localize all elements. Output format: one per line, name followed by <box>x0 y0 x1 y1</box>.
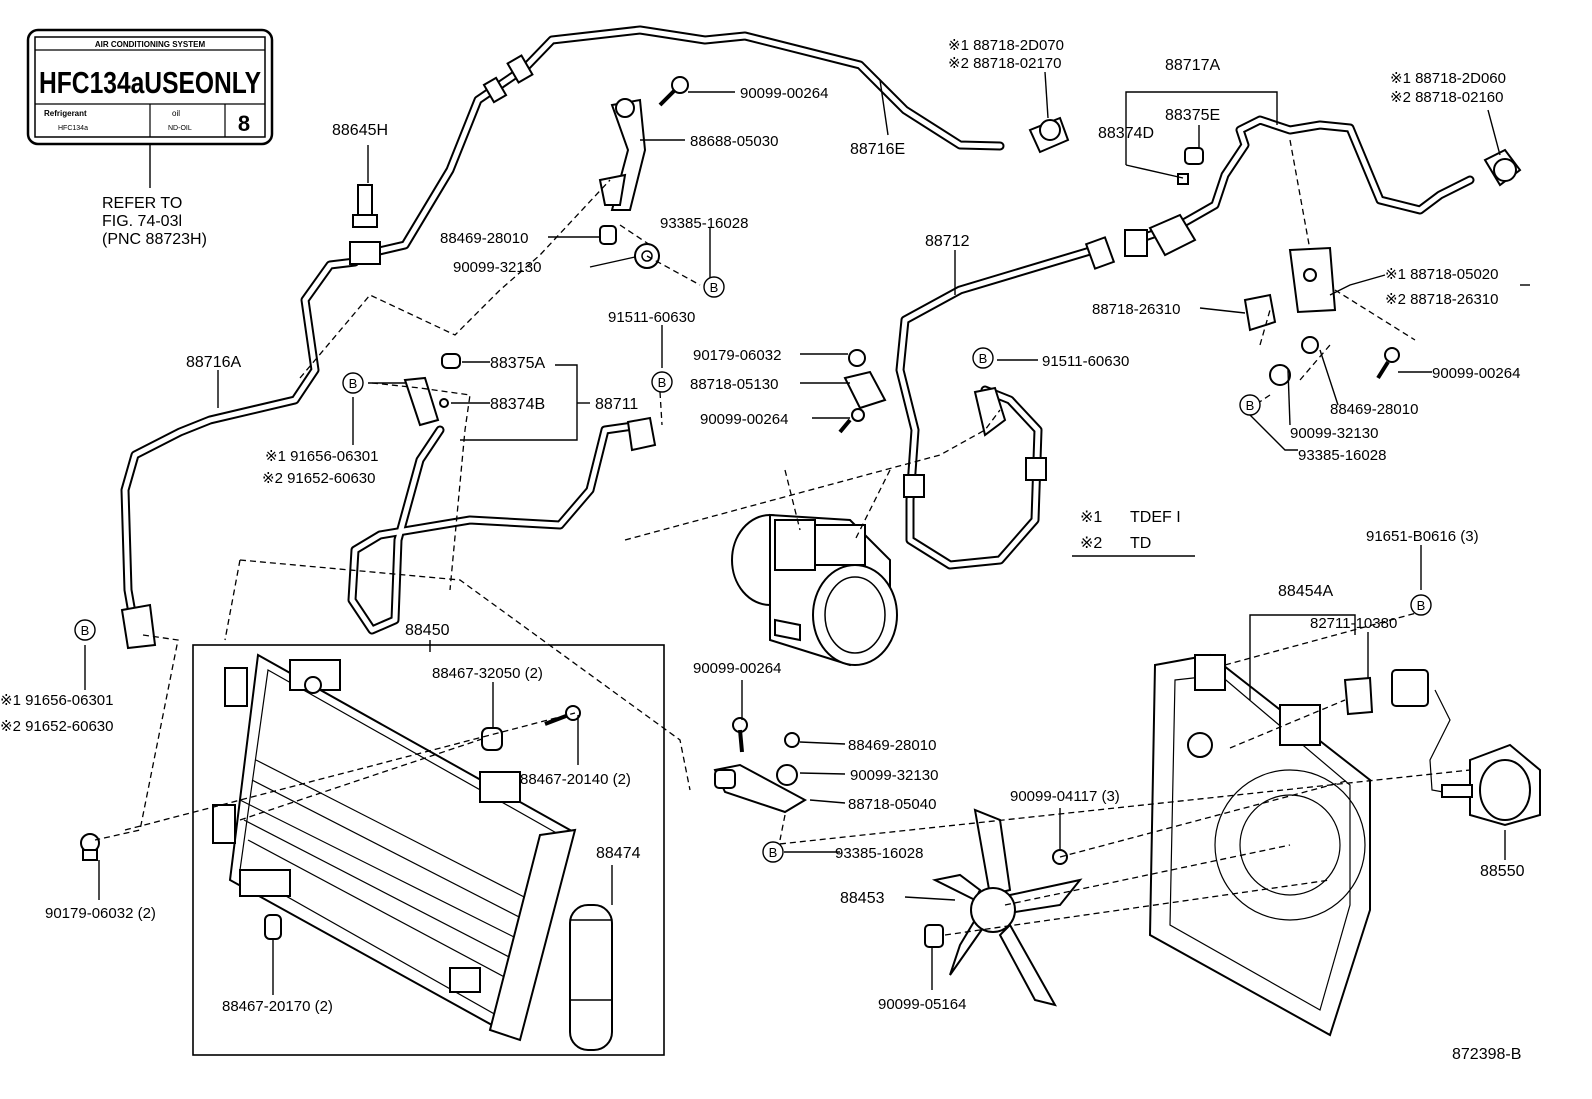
legend-text-2: TD <box>1130 535 1151 552</box>
ref-marker-b: B <box>342 372 364 394</box>
svg-text:B: B <box>1246 398 1255 413</box>
part-label: 93385-16028 <box>835 845 923 862</box>
ref-marker-b: B <box>972 347 994 369</box>
part-label: 90179-06032 (2) <box>45 905 156 922</box>
part-label: 82711-10380 <box>1310 615 1397 632</box>
part-label: 88469-28010 <box>440 230 528 247</box>
ref-marker-b: B <box>1410 594 1432 616</box>
part-label: 88453 <box>840 890 885 907</box>
part-label: 88474 <box>596 845 641 862</box>
plate-refrigerant-value: HFC134a <box>58 125 88 132</box>
part-label: 88645H <box>332 122 388 139</box>
legend-mark-2: ※2 <box>1080 535 1102 552</box>
part-label: 93385-16028 <box>660 215 748 232</box>
refrigerant-label-plate: AIR CONDITIONING SYSTEM HFC134aUSEONLY R… <box>26 28 274 146</box>
part-label: 88718-26310 <box>1092 301 1180 318</box>
part-label: 88375A <box>490 355 545 372</box>
fittings <box>80 54 1522 861</box>
legend-mark-1: ※1 <box>1080 509 1102 526</box>
part-label: 90099-00264 <box>1432 365 1520 382</box>
part-label: 90099-32130 <box>453 259 541 276</box>
part-label: 88375E <box>1165 107 1220 124</box>
svg-text:B: B <box>1417 598 1426 613</box>
ref-marker-b: B <box>651 371 673 393</box>
refer-note-line-3: (PNC 88723H) <box>102 231 207 248</box>
part-label: 88712 <box>925 233 970 250</box>
part-label: 88718-05040 <box>848 796 936 813</box>
part-label: 90179-06032 <box>693 347 781 364</box>
part-label: ※2 91652-60630 <box>0 718 114 735</box>
part-label: 88717A <box>1165 57 1220 74</box>
plate-heading: AIR CONDITIONING SYSTEM <box>95 40 206 49</box>
part-label: 91651-B0616 (3) <box>1366 528 1479 545</box>
part-label: ※1 88718-2D060 <box>1390 70 1506 87</box>
reference-markers: B B B B B B B B <box>74 276 1432 863</box>
part-label: 90099-00264 <box>740 85 828 102</box>
legend: ※1 TDEF I ※2 TD <box>1072 509 1195 557</box>
compressor-drawing <box>731 513 898 667</box>
part-label: 90099-32130 <box>1290 425 1378 442</box>
plate-refrigerant-label: Refrigerant <box>44 109 87 118</box>
part-label: 90099-00264 <box>693 660 781 677</box>
part-label: 88711 <box>595 396 638 413</box>
plate-oil-value: ND-OIL <box>168 125 192 132</box>
part-label: 88454A <box>1278 583 1333 600</box>
part-label: ※2 88718-26310 <box>1385 291 1499 308</box>
part-label: 88469-28010 <box>1330 401 1418 418</box>
svg-text:B: B <box>349 376 358 391</box>
part-label: 91511-60630 <box>608 309 695 326</box>
part-label: 88716E <box>850 141 905 158</box>
part-label: 88467-20140 (2) <box>520 771 631 788</box>
fan-blade-drawing <box>931 808 1083 1007</box>
part-label: 90099-00264 <box>700 411 788 428</box>
part-label: 88550 <box>1480 863 1525 880</box>
part-label: 88467-20170 (2) <box>222 998 333 1015</box>
refer-note-line-1: REFER TO <box>102 195 182 212</box>
refrigerant-lines <box>120 25 1475 796</box>
plate-main-text: HFC134aUSEONLY <box>39 65 261 100</box>
plate-oil-number: 8 <box>238 111 250 136</box>
part-label: 88374D <box>1098 125 1154 142</box>
part-label: 93385-16028 <box>1298 447 1386 464</box>
part-label: 88467-32050 (2) <box>432 665 543 682</box>
part-label: ※1 91656-06301 <box>265 448 379 465</box>
part-label: ※2 88718-02160 <box>1390 89 1504 106</box>
part-label: 90099-04117 (3) <box>1010 788 1120 805</box>
plate-oil-label: oil <box>172 109 180 118</box>
ref-marker-b: B <box>74 619 96 641</box>
svg-text:B: B <box>710 280 719 295</box>
drawing-number: 872398-B <box>1452 1046 1521 1063</box>
svg-text:B: B <box>658 375 667 390</box>
svg-text:B: B <box>81 623 90 638</box>
leader-lines <box>84 71 1530 995</box>
refer-note-line-2: FIG. 74-03l <box>102 213 182 230</box>
condenser-drawing <box>192 644 665 1056</box>
svg-text:B: B <box>769 845 778 860</box>
part-label: 91511-60630 <box>1042 353 1129 370</box>
part-label: ※2 91652-60630 <box>262 470 376 487</box>
part-label: ※2 88718-02170 <box>948 55 1062 72</box>
part-label: 88688-05030 <box>690 133 778 150</box>
part-label: 90099-05164 <box>878 996 966 1013</box>
refer-to-note: REFER TO FIG. 74-03l (PNC 88723H) <box>102 195 207 248</box>
part-label: ※1 88718-05020 <box>1385 266 1499 283</box>
part-label: 88716A <box>186 354 241 371</box>
part-label: 90099-32130 <box>850 767 938 784</box>
fan-shroud-drawing <box>713 653 1541 1037</box>
part-label: 88450 <box>405 622 450 639</box>
ref-marker-b: B <box>703 276 725 298</box>
legend-text-1: TDEF I <box>1130 509 1181 526</box>
part-label: 88718-05130 <box>690 376 778 393</box>
part-label: 88469-28010 <box>848 737 936 754</box>
part-label: 88374B <box>490 396 545 413</box>
svg-text:B: B <box>979 351 988 366</box>
part-label: ※1 91656-06301 <box>0 692 114 709</box>
ref-marker-b: B <box>762 841 784 863</box>
ref-marker-b: B <box>1239 394 1261 416</box>
dashed-assembly-lines <box>94 139 1471 936</box>
part-label: ※1 88718-2D070 <box>948 37 1064 54</box>
part-labels: 90099-00264 88688-05030 88716E ※1 88718-… <box>0 37 1525 1015</box>
